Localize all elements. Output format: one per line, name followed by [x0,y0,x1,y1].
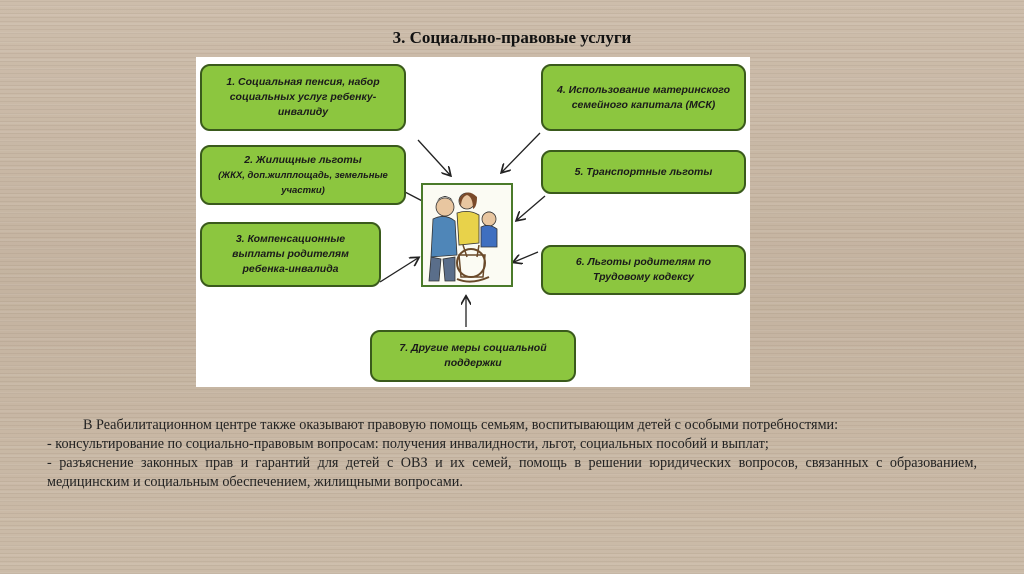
body-bullet-consulting: - консультирование по социально-правовым… [47,436,769,452]
body-paragraph-intro: В Реабилитационном центре также оказываю… [83,417,839,433]
box-housing-main: 2. Жилищные льготы [244,153,362,166]
family-illustration [421,183,513,287]
box-compensation: 3. Компенсационные выплаты родителям реб… [200,222,381,287]
box-labor-code: 6. Льготы родителям по Трудовому кодексу [541,245,746,295]
box-housing-sub: (ЖКХ, доп.жилплощадь, земельные участки) [218,169,388,196]
body-text: В Реабилитационном центре также оказываю… [47,416,977,492]
box-housing-benefits: 2. Жилищные льготы (ЖКХ, доп.жилплощадь,… [200,145,406,205]
slide-title: 3. Социально-правовые услуги [392,28,632,47]
box-other-support: 7. Другие меры социальной поддержки [370,330,576,382]
box-maternity-capital: 4. Использование материнского семейного … [541,64,746,131]
box-transport: 5. Транспортные льготы [541,150,746,194]
body-bullet-rights: - разъяснение законных прав и гарантий д… [47,455,977,490]
box-social-pension: 1. Социальная пенсия, набор социальных у… [200,64,406,131]
